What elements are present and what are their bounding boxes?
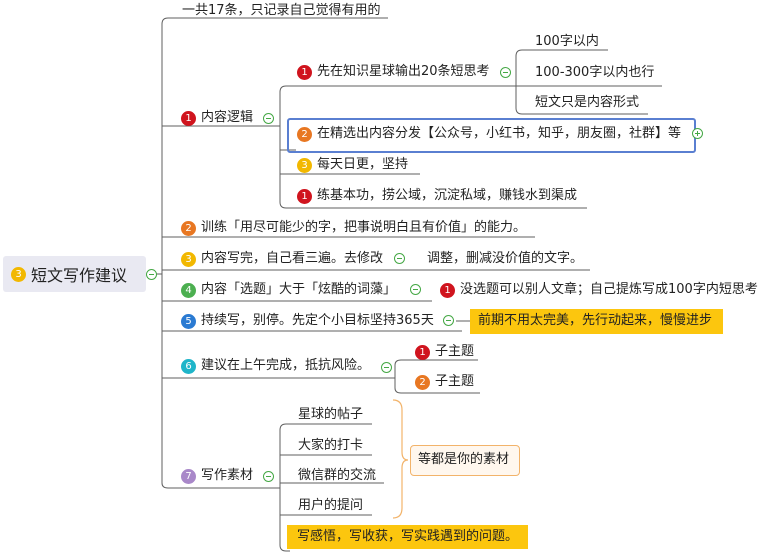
material-2-label: 大家的打卡 xyxy=(298,438,364,453)
branch-3-collapse-toggle[interactable] xyxy=(394,253,405,264)
branch-writing-materials[interactable]: 7 写作素材 xyxy=(181,467,253,485)
branch-4-child[interactable]: 1 没选题可以别人文章；自己提炼写成100字内短思考 xyxy=(440,281,758,299)
branch-7-badge: 7 xyxy=(181,468,196,484)
branch-morning[interactable]: 6 建议在上午完成，抵抗风险。 xyxy=(181,357,370,375)
branch-4-child-label: 没选题可以别人文章；自己提炼写成100字内短思考 xyxy=(460,282,758,297)
material-wechat-groups[interactable]: 微信群的交流 xyxy=(298,467,376,485)
branch-1-badge: 1 xyxy=(181,110,196,126)
subtopic-1-collapse-toggle[interactable] xyxy=(500,67,511,78)
branch-train-concise[interactable]: 2 训练「用尽可能少的字，把事说明白且有价值」的能力。 xyxy=(181,219,526,237)
b7-note-label: 写感悟，写收获，写实践遇到的问题。 xyxy=(297,529,519,544)
material-1-label: 星球的帖子 xyxy=(298,407,364,422)
branch-keep-writing[interactable]: 5 持续写，别停。先定个小目标坚持365天 xyxy=(181,312,434,330)
leaf-3-label: 短文只是内容形式 xyxy=(535,95,640,110)
summary-callout-text: 等都是你的素材 xyxy=(418,451,509,469)
branch-1-collapse-toggle[interactable] xyxy=(263,113,274,124)
branch-topic-over-wording[interactable]: 4 内容「选题」大于「炫酷的词藻」 xyxy=(181,281,396,299)
leaf-2-label: 100-300字以内也行 xyxy=(535,65,655,80)
branch-4-badge: 4 xyxy=(181,282,196,298)
subtopic-daily-update[interactable]: 3 每天日更，坚持 xyxy=(297,156,408,174)
branch-4-collapse-toggle[interactable] xyxy=(410,284,421,295)
branch-6-child-2-badge: 2 xyxy=(415,374,430,390)
subtopic-basic-skills[interactable]: 1 练基本功，捞公域，沉淀私域，赚钱水到渠成 xyxy=(297,187,577,205)
branch-1-label: 内容逻辑 xyxy=(201,110,254,125)
root-label: 短文写作建议 xyxy=(31,266,128,285)
branch-4-child-badge: 1 xyxy=(440,282,455,298)
subtopic-knowledge-planet[interactable]: 1 先在知识星球输出20条短思考 xyxy=(297,63,490,81)
top-note[interactable]: 一共17条，只记录自己觉得有用的 xyxy=(182,2,381,20)
branch-6-badge: 6 xyxy=(181,358,196,374)
branch-3-child[interactable]: 调整，删减没价值的文字。 xyxy=(427,250,583,268)
material-planet-posts[interactable]: 星球的帖子 xyxy=(298,406,363,424)
branch-2-label: 训练「用尽可能少的字，把事说明白且有价值」的能力。 xyxy=(201,220,527,235)
leaf-1-label: 100字以内 xyxy=(535,34,599,49)
root-collapse-toggle[interactable] xyxy=(146,269,157,280)
leaf-short-text-form[interactable]: 短文只是内容形式 xyxy=(535,94,639,112)
branch-6-collapse-toggle[interactable] xyxy=(381,362,392,373)
branch-5-child-label: 前期不用太完美，先行动起来，慢慢进步 xyxy=(478,313,713,328)
summary-label: 等都是你的素材 xyxy=(418,452,510,467)
material-checkins[interactable]: 大家的打卡 xyxy=(298,437,363,455)
summary-callout[interactable] xyxy=(410,445,520,476)
branch-6-label: 建议在上午完成，抵抗风险。 xyxy=(201,358,371,373)
branch-6-child-1-label: 子主题 xyxy=(435,344,475,359)
branch-6-child-1[interactable]: 1 子主题 xyxy=(415,343,474,361)
subtopic-4-label: 练基本功，捞公域，沉淀私域，赚钱水到渠成 xyxy=(317,188,578,203)
b7-note[interactable]: 写感悟，写收获，写实践遇到的问题。 xyxy=(297,528,518,546)
branch-3-badge: 3 xyxy=(181,251,196,267)
branch-5-label: 持续写，别停。先定个小目标坚持365天 xyxy=(201,313,434,328)
branch-6-child-1-badge: 1 xyxy=(415,344,430,360)
branch-7-collapse-toggle[interactable] xyxy=(263,471,274,482)
branch-5-collapse-toggle[interactable] xyxy=(443,315,454,326)
root-priority-badge: 3 xyxy=(11,266,26,282)
branch-3-label: 内容写完，自己看三遍。去修改 xyxy=(201,251,384,266)
subtopic-2-expand-toggle[interactable] xyxy=(692,128,703,139)
subtopic-2-label: 在精选出内容分发【公众号，小红书，知乎，朋友圈，社群】等 xyxy=(317,126,682,141)
leaf-within-100-chars[interactable]: 100字以内 xyxy=(535,33,599,51)
branch-2-badge: 2 xyxy=(181,220,196,236)
material-3-label: 微信群的交流 xyxy=(298,468,377,483)
branch-4-label: 内容「选题」大于「炫酷的词藻」 xyxy=(201,282,397,297)
subtopic-4-badge: 1 xyxy=(297,188,312,204)
b7-note-highlight xyxy=(287,525,528,549)
branch-5-child-highlight xyxy=(470,309,723,334)
branch-3-child-label: 调整，删减没价值的文字。 xyxy=(427,251,584,266)
subtopic-1-label: 先在知识星球输出20条短思考 xyxy=(317,64,490,79)
subtopic-2-badge: 2 xyxy=(297,126,312,142)
branch-5-badge: 5 xyxy=(181,313,196,329)
material-user-questions[interactable]: 用户的提问 xyxy=(298,497,363,515)
leaf-100-300-chars[interactable]: 100-300字以内也行 xyxy=(535,64,654,82)
subtopic-3-label: 每天日更，坚持 xyxy=(317,157,409,172)
material-4-label: 用户的提问 xyxy=(298,498,364,513)
branch-6-child-2-label: 子主题 xyxy=(435,374,475,389)
subtopic-distribution[interactable]: 2 在精选出内容分发【公众号，小红书，知乎，朋友圈，社群】等 xyxy=(297,125,681,143)
top-note-label: 一共17条，只记录自己觉得有用的 xyxy=(182,3,381,18)
branch-content-logic[interactable]: 1 内容逻辑 xyxy=(181,109,253,127)
subtopic-1-badge: 1 xyxy=(297,64,312,80)
branch-7-label: 写作素材 xyxy=(201,468,254,483)
branch-review-three-times[interactable]: 3 内容写完，自己看三遍。去修改 xyxy=(181,250,383,268)
branch-5-child[interactable]: 前期不用太完美，先行动起来，慢慢进步 xyxy=(478,312,712,330)
subtopic-3-badge: 3 xyxy=(297,157,312,173)
branch-6-child-2[interactable]: 2 子主题 xyxy=(415,373,474,391)
root-node[interactable]: 3 短文写作建议 xyxy=(3,256,146,292)
